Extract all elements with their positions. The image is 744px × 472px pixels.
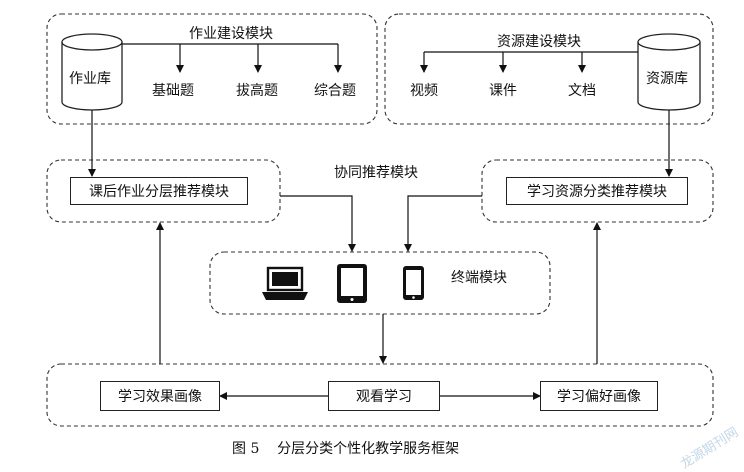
homework-db-label: 作业库 — [69, 71, 111, 87]
homework-module-title: 作业建设模块 — [189, 26, 273, 42]
homework-item-comprehensive: 综合题 — [314, 83, 356, 99]
resource-item-video: 视频 — [410, 83, 438, 99]
resource-module-title: 资源建设模块 — [497, 34, 581, 50]
learning-preference-portrait-box: 学习偏好画像 — [540, 381, 658, 411]
right-recommend-container — [481, 159, 714, 223]
homework-item-basic: 基础题 — [152, 83, 194, 99]
resource-item-document: 文档 — [568, 83, 596, 99]
resource-recommend-box: 学习资源分类推荐模块 — [506, 177, 688, 205]
homework-db-cylinder — [61, 33, 123, 111]
terminal-container — [209, 251, 551, 315]
collab-recommend-title: 协同推荐模块 — [334, 165, 418, 181]
homework-recommend-box: 课后作业分层推荐模块 — [70, 177, 248, 205]
learning-effect-portrait-box: 学习效果画像 — [100, 381, 220, 411]
resource-item-courseware: 课件 — [489, 83, 517, 99]
figure-caption: 图 5 分层分类个性化教学服务框架 — [232, 441, 460, 457]
homework-item-advanced: 拔高题 — [236, 83, 278, 99]
resource-module-container — [384, 13, 714, 125]
watch-learning-box: 观看学习 — [328, 381, 440, 411]
resource-db-label: 资源库 — [646, 71, 688, 87]
bottom-container — [46, 363, 714, 427]
terminal-module-title: 终端模块 — [451, 270, 507, 286]
phone-icon — [403, 266, 424, 300]
resource-db-cylinder — [637, 33, 701, 111]
tablet-icon — [337, 264, 367, 303]
homework-module-container — [46, 13, 378, 125]
laptop-icon — [262, 266, 308, 300]
